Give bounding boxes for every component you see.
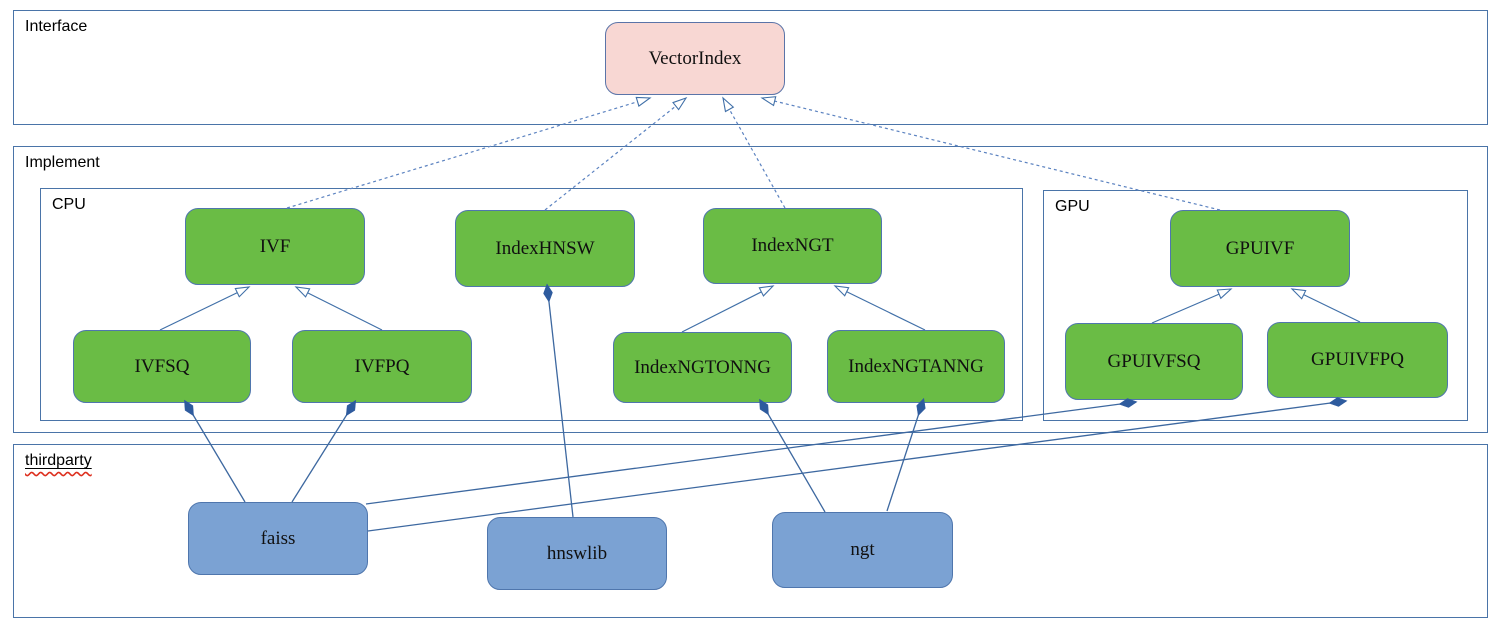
node-gpuivfpq[interactable]: GPUIVFPQ — [1267, 322, 1448, 398]
node-indexngtonng-label: IndexNGTONNG — [634, 356, 771, 378]
node-ivfsq-label: IVFSQ — [134, 355, 190, 377]
node-gpuivf-label: GPUIVF — [1225, 237, 1295, 259]
node-ivf-label: IVF — [259, 235, 291, 257]
node-ngt-label: ngt — [850, 539, 875, 560]
node-indexhnsw-label: IndexHNSW — [495, 237, 595, 259]
container-gpu-label: GPU — [1055, 198, 1090, 215]
node-indexngt[interactable]: IndexNGT — [703, 208, 882, 284]
node-hnswlib[interactable]: hnswlib — [487, 517, 667, 590]
node-ngt[interactable]: ngt — [772, 512, 953, 588]
node-vectorindex[interactable]: VectorIndex — [605, 22, 785, 95]
node-indexhnsw[interactable]: IndexHNSW — [455, 210, 635, 287]
node-vectorindex-label: VectorIndex — [648, 47, 742, 69]
node-gpuivfsq[interactable]: GPUIVFSQ — [1065, 323, 1243, 400]
node-ivf[interactable]: IVF — [185, 208, 365, 285]
node-gpuivf[interactable]: GPUIVF — [1170, 210, 1350, 287]
node-ivfpq[interactable]: IVFPQ — [292, 330, 472, 403]
node-ivfpq-label: IVFPQ — [354, 355, 410, 377]
container-cpu-label: CPU — [52, 196, 86, 213]
spellcheck-wavy-underline: thirdparty — [25, 452, 92, 469]
node-faiss-label: faiss — [260, 527, 296, 549]
node-hnswlib-label: hnswlib — [546, 542, 608, 564]
node-gpuivfsq-label: GPUIVFSQ — [1107, 350, 1201, 372]
node-ivfsq[interactable]: IVFSQ — [73, 330, 251, 403]
node-indexngtanng-label: IndexNGTANNG — [848, 355, 984, 377]
node-indexngtanng[interactable]: IndexNGTANNG — [827, 330, 1005, 403]
container-implement-label: Implement — [25, 154, 100, 171]
node-indexngt-label: IndexNGT — [751, 235, 834, 256]
node-indexngtonng[interactable]: IndexNGTONNG — [613, 332, 792, 403]
container-interface-label: Interface — [25, 18, 88, 35]
node-gpuivfpq-label: GPUIVFPQ — [1311, 349, 1404, 370]
container-thirdparty-label: thirdparty — [25, 452, 92, 470]
node-faiss[interactable]: faiss — [188, 502, 368, 575]
